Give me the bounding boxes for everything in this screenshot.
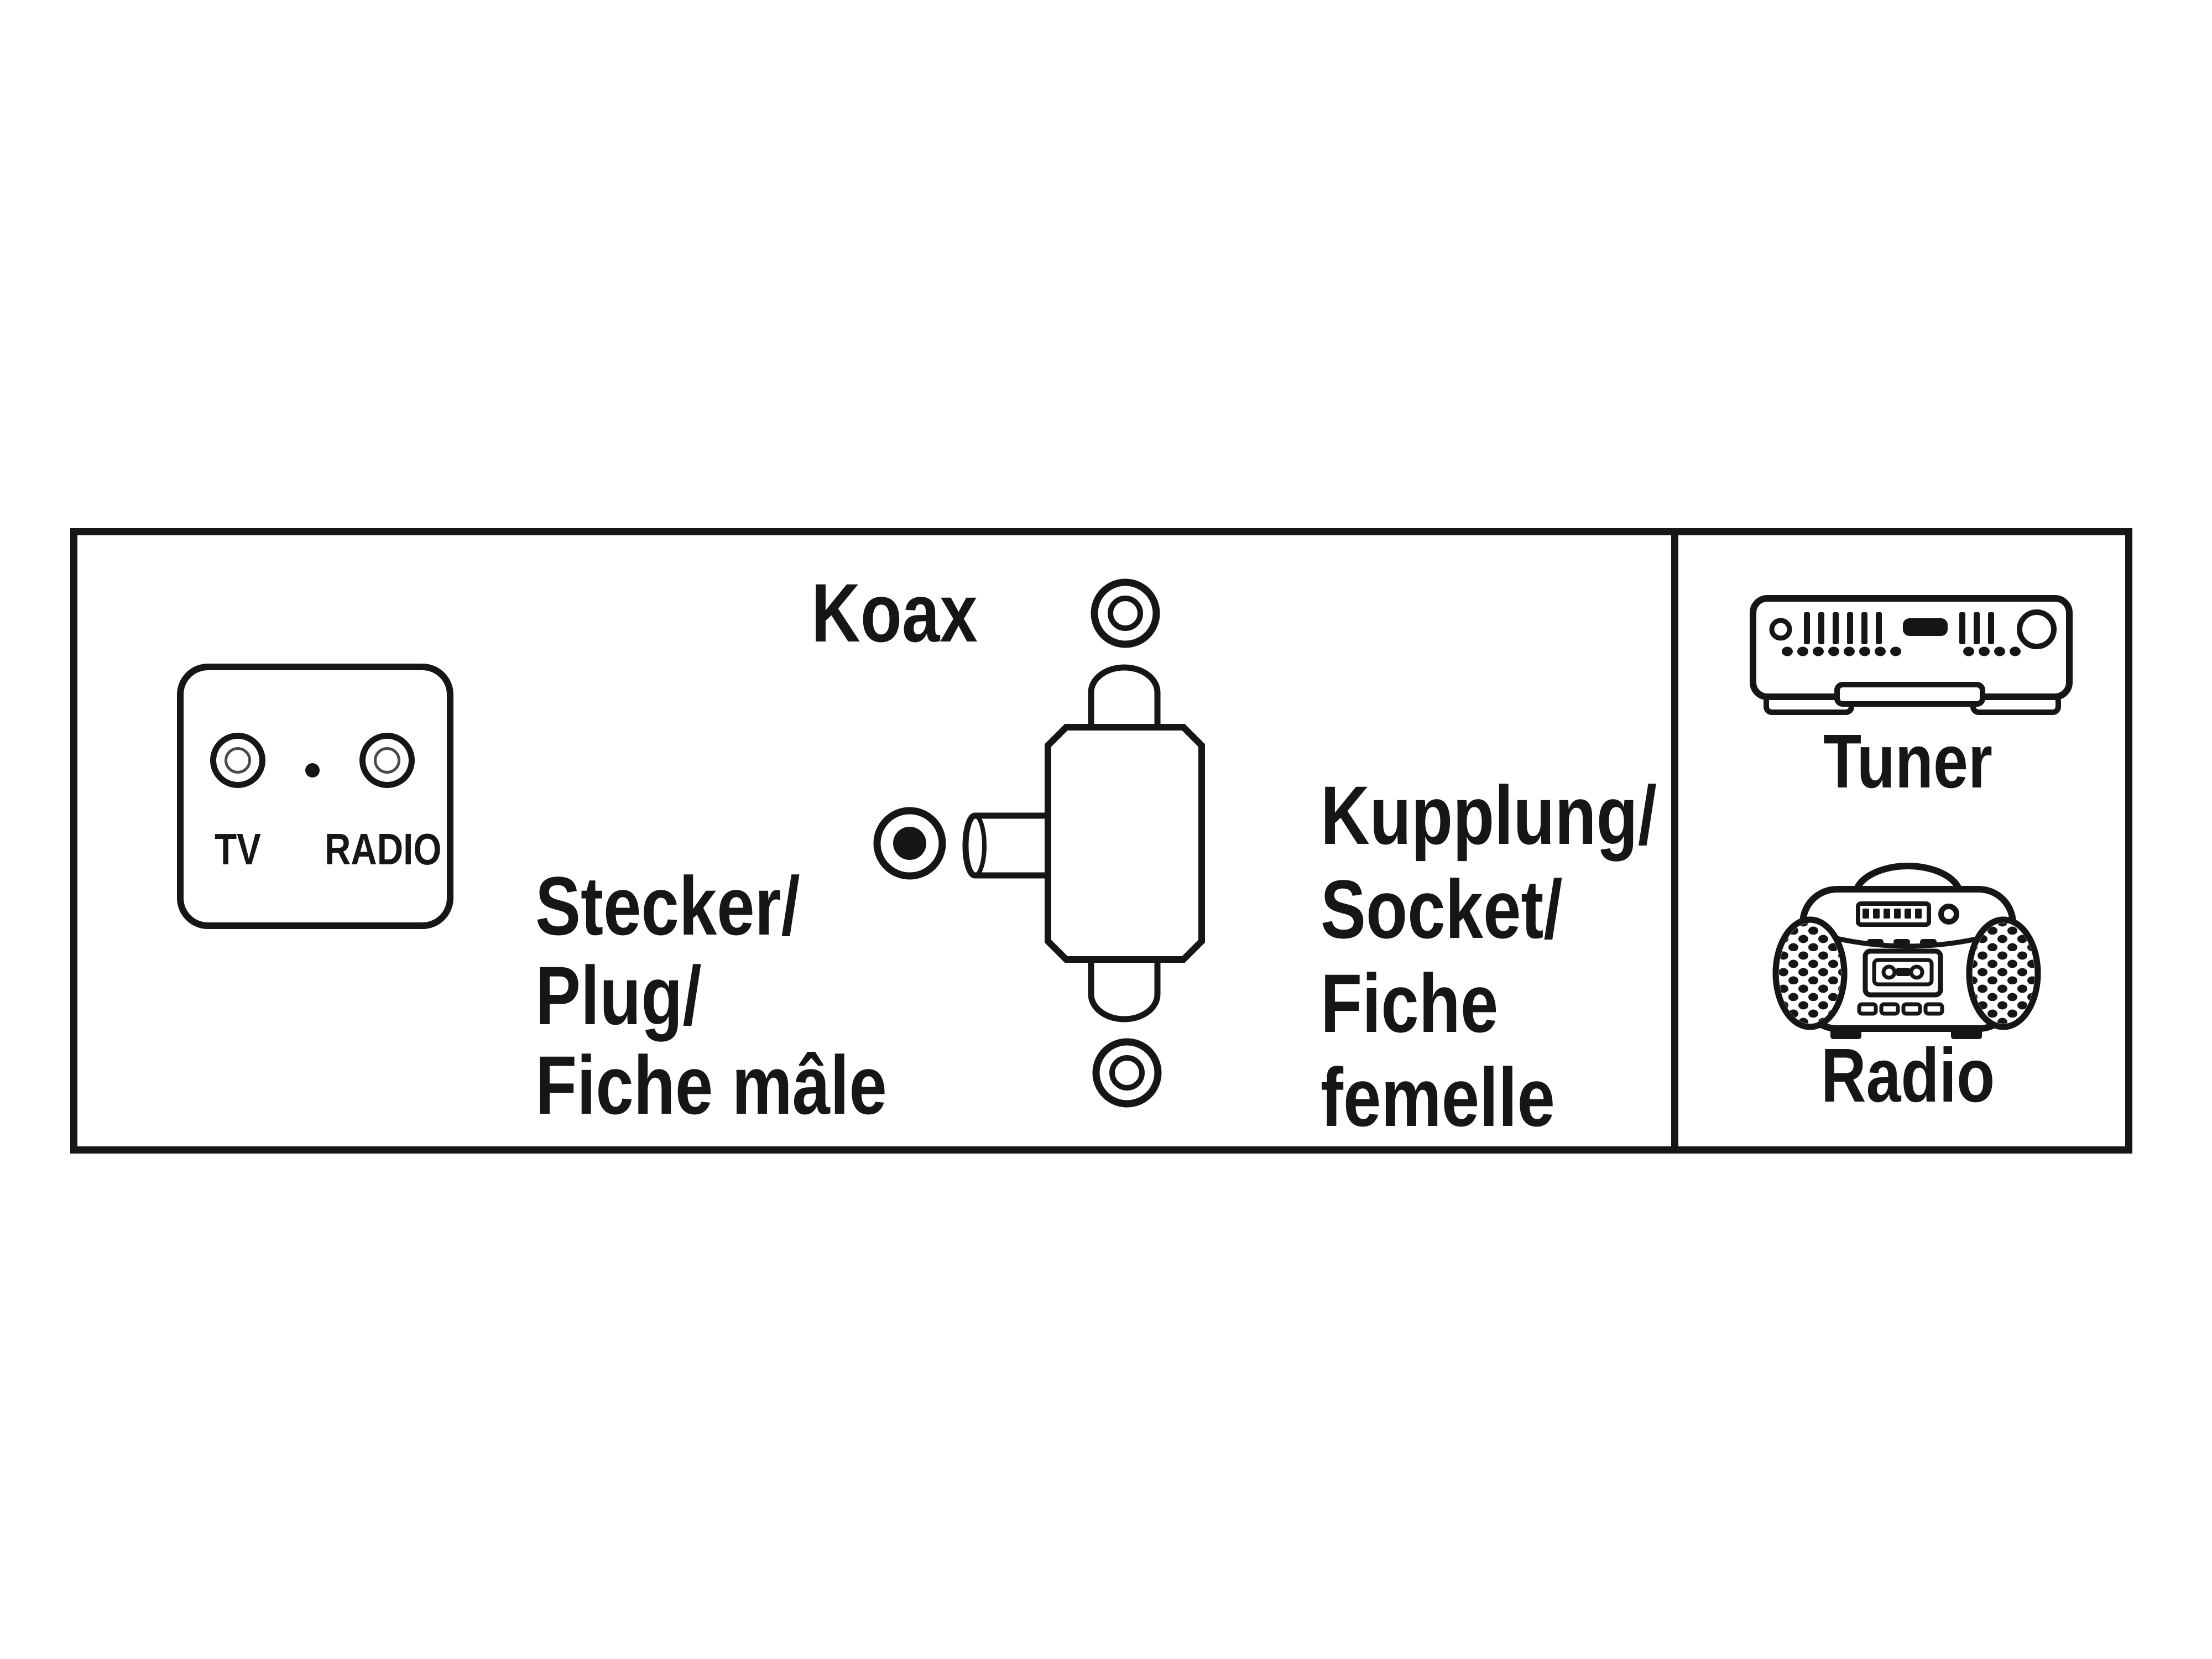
tuner-button-dots-right (1963, 646, 2021, 656)
boombox-cassette-label (1896, 968, 1910, 976)
boombox-display-segments (1863, 909, 1922, 919)
radio-label: Radio (1820, 1033, 1995, 1118)
boombox-radio-icon (1772, 863, 2041, 1039)
boombox-buttons (1857, 1002, 1944, 1016)
tuner-label: Tuner (1823, 719, 1992, 804)
coax-male-plug-symbol-pin (893, 827, 926, 860)
tuner-button-dots-left (1782, 646, 1901, 656)
tuner-receiver-icon (1750, 595, 2073, 715)
socket-label-fr2: femelle (1321, 1051, 1555, 1144)
adapter-top-port (1088, 664, 1161, 730)
boombox-speaker-right-rim (1966, 916, 2041, 1030)
tv-port-label: TV (215, 825, 261, 874)
adapter-bottom-port (1088, 957, 1161, 1022)
koax-label: Koax (811, 566, 978, 659)
tuner-display (1903, 618, 1948, 636)
boombox-foot-left (1830, 1026, 1861, 1039)
adapter-body (1045, 724, 1205, 963)
adapter-male-barrel (962, 812, 1051, 879)
socket-label-en: Socket/ (1321, 863, 1563, 956)
tv-port-inner-ring (225, 747, 251, 774)
plug-label-block: Stecker/ Plug/ Fiche mâle (535, 861, 887, 1130)
boombox-speaker-left-grille (1779, 923, 1841, 1024)
tuner-level-bars-left (1804, 612, 1882, 644)
boombox-speaker-right-grille (1973, 923, 2034, 1024)
socket-screw-dot (305, 763, 320, 778)
tuner-power-button (1769, 618, 1792, 641)
boombox-speaker-left-rim (1772, 916, 1848, 1030)
tv-radio-wall-socket-icon: TV RADIO (177, 664, 453, 929)
coax-female-socket-symbol-bottom-inner (1109, 1055, 1145, 1091)
tuner-volume-knob (2017, 609, 2057, 649)
boombox-cassette-reel-left (1881, 964, 1897, 980)
plug-label-en: Plug/ (535, 949, 702, 1042)
radio-port-label: RADIO (325, 825, 442, 874)
coax-female-socket-symbol-top-inner (1108, 596, 1143, 631)
plug-label-fr: Fiche mâle (535, 1039, 887, 1131)
tuner-level-bars-right (1959, 612, 1994, 644)
radio-port-inner-ring (374, 747, 400, 774)
boombox-handle (1852, 863, 1964, 896)
panel-divider (1671, 528, 1678, 1154)
boombox-panel-separator (1824, 933, 1992, 949)
boombox-foot-right (1951, 1026, 1982, 1039)
boombox-preset-dashes (1867, 939, 1937, 945)
plug-label-de: Stecker/ (535, 859, 800, 952)
boombox-cassette-reel-right (1909, 964, 1924, 980)
tuner-disc-tray (1834, 682, 1985, 707)
socket-label-fr1: Fiche (1321, 957, 1499, 1050)
coax-t-adapter-icon (873, 578, 1205, 1108)
socket-label-de: Kupplung/ (1321, 769, 1657, 862)
boombox-tuning-knob (1938, 904, 1959, 925)
socket-label-block: Kupplung/ Socket/ Fiche femelle (1321, 768, 1657, 1144)
adapter-male-barrel-endcap (963, 813, 987, 878)
